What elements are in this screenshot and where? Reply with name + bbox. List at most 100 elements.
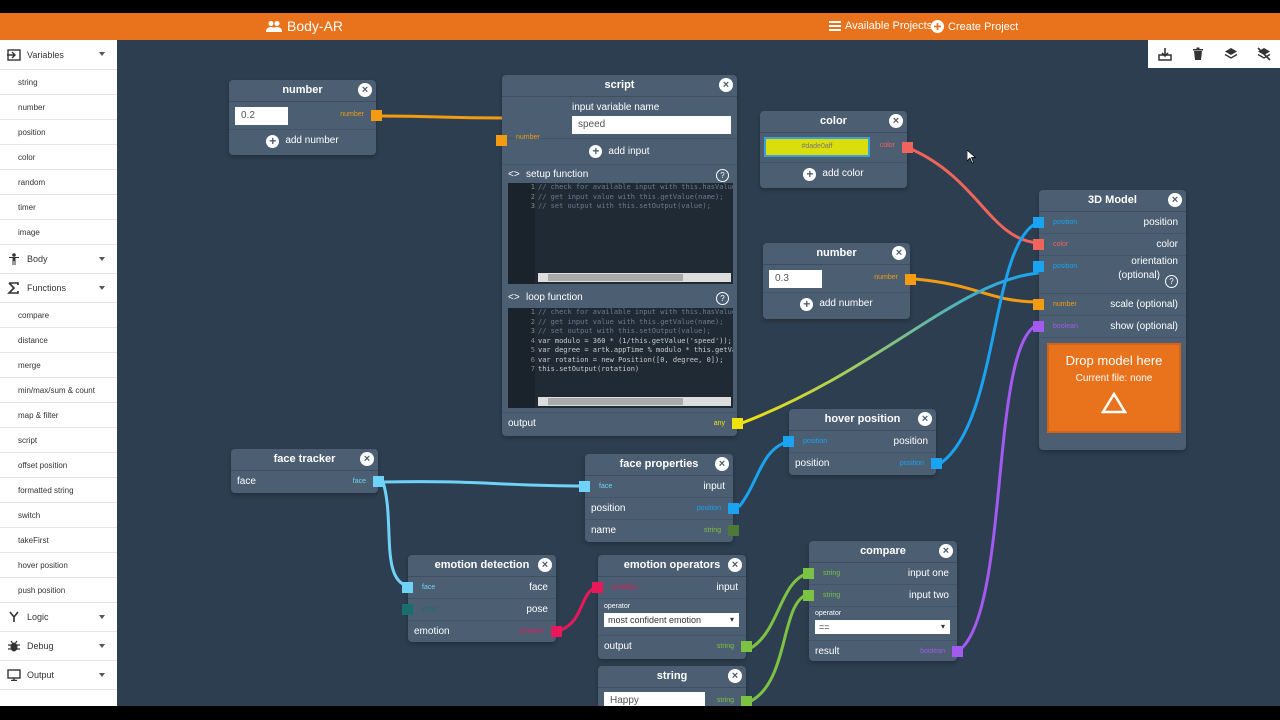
sidebar-item-script[interactable]: script: [0, 428, 117, 453]
layers-icon[interactable]: [1224, 47, 1238, 61]
sidebar-item-string[interactable]: string: [0, 70, 117, 95]
sidebar-item-compare[interactable]: compare: [0, 303, 117, 328]
face-properties-node[interactable]: face properties × face input position po…: [579, 454, 739, 542]
download-icon[interactable]: [1157, 47, 1172, 61]
available-projects-link[interactable]: Available Projects: [829, 20, 932, 32]
color-node[interactable]: color × #dade0aff color +add color: [760, 111, 913, 188]
output-port[interactable]: [741, 641, 752, 652]
color-swatch-input[interactable]: #dade0aff: [764, 137, 870, 157]
close-icon[interactable]: ×: [1168, 193, 1182, 207]
sidebar-group-body[interactable]: Body: [0, 245, 117, 274]
loop-code-editor[interactable]: 1 2 3 4 5 6 7 // check for available inp…: [508, 308, 733, 408]
input-port[interactable]: [1033, 299, 1044, 310]
sidebar-item-minmax[interactable]: min/max/sum & count: [0, 378, 117, 403]
sidebar-item-timer[interactable]: timer: [0, 195, 117, 220]
sidebar-group-variables[interactable]: Variables: [0, 40, 117, 70]
number-node-1[interactable]: number × 0.2 number +add number: [229, 80, 382, 155]
number-input[interactable]: 0.3: [769, 270, 822, 288]
number-node-2[interactable]: number × 0.3 number +add number: [763, 243, 916, 319]
3d-model-node[interactable]: 3D Model × position position color color…: [1033, 190, 1186, 450]
string-input[interactable]: Happy: [604, 692, 705, 706]
sidebar-item-formatted-string[interactable]: formatted string: [0, 478, 117, 503]
sidebar-item-image[interactable]: image: [0, 220, 117, 245]
sidebar-item-random[interactable]: random: [0, 170, 117, 195]
sidebar-group-logic[interactable]: Logic: [0, 603, 117, 632]
number-input[interactable]: 0.2: [235, 107, 288, 125]
close-icon[interactable]: ×: [939, 544, 953, 558]
sidebar-item-takefirst[interactable]: takeFirst: [0, 528, 117, 553]
input-port[interactable]: [402, 604, 413, 615]
sidebar-group-debug[interactable]: Debug: [0, 632, 117, 661]
output-port[interactable]: [551, 626, 562, 637]
close-icon[interactable]: ×: [719, 78, 733, 92]
string-node[interactable]: string × Happy string: [598, 666, 752, 706]
trash-icon[interactable]: [1191, 47, 1205, 61]
sidebar-group-output[interactable]: Output: [0, 661, 117, 690]
output-port[interactable]: [728, 503, 739, 514]
output-port[interactable]: [728, 525, 739, 536]
sidebar-item-push-position[interactable]: push position: [0, 578, 117, 603]
add-input-button[interactable]: +add input: [502, 139, 737, 165]
output-port[interactable]: [371, 110, 382, 121]
horizontal-scrollbar[interactable]: [538, 273, 731, 282]
output-port[interactable]: [373, 476, 384, 487]
input-port[interactable]: [1033, 239, 1044, 250]
output-port[interactable]: [905, 274, 916, 285]
output-port[interactable]: [952, 646, 963, 657]
sidebar-item-distance[interactable]: distance: [0, 328, 117, 353]
input-port[interactable]: [803, 568, 814, 579]
help-icon[interactable]: ?: [1165, 275, 1178, 288]
node-canvas[interactable]: Variables string number position color r…: [0, 40, 1280, 706]
variable-name-input[interactable]: speed: [572, 116, 731, 134]
add-number-button[interactable]: +add number: [763, 293, 910, 315]
layers-off-icon[interactable]: [1256, 47, 1271, 61]
input-port[interactable]: [496, 135, 507, 146]
close-icon[interactable]: ×: [715, 457, 729, 471]
sidebar-item-position[interactable]: position: [0, 120, 117, 145]
input-port[interactable]: [1033, 217, 1044, 228]
emotion-detection-node[interactable]: emotion detection × face face pose pose …: [402, 555, 562, 642]
emotion-operators-node[interactable]: emotion operators × emotion input operat…: [592, 555, 752, 659]
create-project-link[interactable]: Create Project: [931, 20, 1018, 33]
output-port[interactable]: [902, 142, 913, 153]
face-tracker-node[interactable]: face tracker × face face: [231, 449, 384, 493]
close-icon[interactable]: ×: [360, 452, 374, 466]
close-icon[interactable]: ×: [728, 558, 742, 572]
input-port[interactable]: [579, 481, 590, 492]
add-number-button[interactable]: +add number: [229, 130, 376, 152]
input-port[interactable]: [402, 582, 413, 593]
input-port[interactable]: [592, 582, 603, 593]
sidebar-item-offset-position[interactable]: offset position: [0, 453, 117, 478]
sidebar-item-color[interactable]: color: [0, 145, 117, 170]
sidebar-item-map-filter[interactable]: map & filter: [0, 403, 117, 428]
sidebar-item-number[interactable]: number: [0, 95, 117, 120]
output-port[interactable]: [732, 418, 743, 429]
sidebar-item-hover-position[interactable]: hover position: [0, 553, 117, 578]
operator-select[interactable]: ==: [815, 620, 950, 634]
sidebar-group-functions[interactable]: Functions: [0, 274, 117, 303]
add-color-button[interactable]: +add color: [760, 163, 907, 185]
model-drop-zone[interactable]: Drop model here Current file: none: [1047, 343, 1181, 433]
input-port[interactable]: [803, 590, 814, 601]
setup-code-editor[interactable]: 1 2 3 // check for available input with …: [508, 183, 733, 284]
close-icon[interactable]: ×: [538, 558, 552, 572]
sidebar-item-switch[interactable]: switch: [0, 503, 117, 528]
compare-node[interactable]: compare × string input one string input …: [803, 541, 963, 661]
close-icon[interactable]: ×: [358, 83, 372, 97]
output-port[interactable]: [931, 458, 942, 469]
hover-position-node[interactable]: hover position × position position posit…: [783, 409, 942, 475]
horizontal-scrollbar[interactable]: [538, 397, 731, 406]
input-port[interactable]: [1033, 321, 1044, 332]
help-icon[interactable]: ?: [716, 169, 729, 182]
input-port[interactable]: [1033, 261, 1044, 272]
input-port[interactable]: [783, 436, 794, 447]
close-icon[interactable]: ×: [918, 412, 932, 426]
script-node[interactable]: script × number input variable name spee…: [496, 75, 743, 436]
help-icon[interactable]: ?: [716, 292, 729, 305]
output-port[interactable]: [741, 696, 752, 706]
operator-select[interactable]: most confident emotion: [604, 613, 739, 627]
close-icon[interactable]: ×: [892, 246, 906, 260]
close-icon[interactable]: ×: [889, 114, 903, 128]
close-icon[interactable]: ×: [728, 669, 742, 683]
sidebar-item-merge[interactable]: merge: [0, 353, 117, 378]
